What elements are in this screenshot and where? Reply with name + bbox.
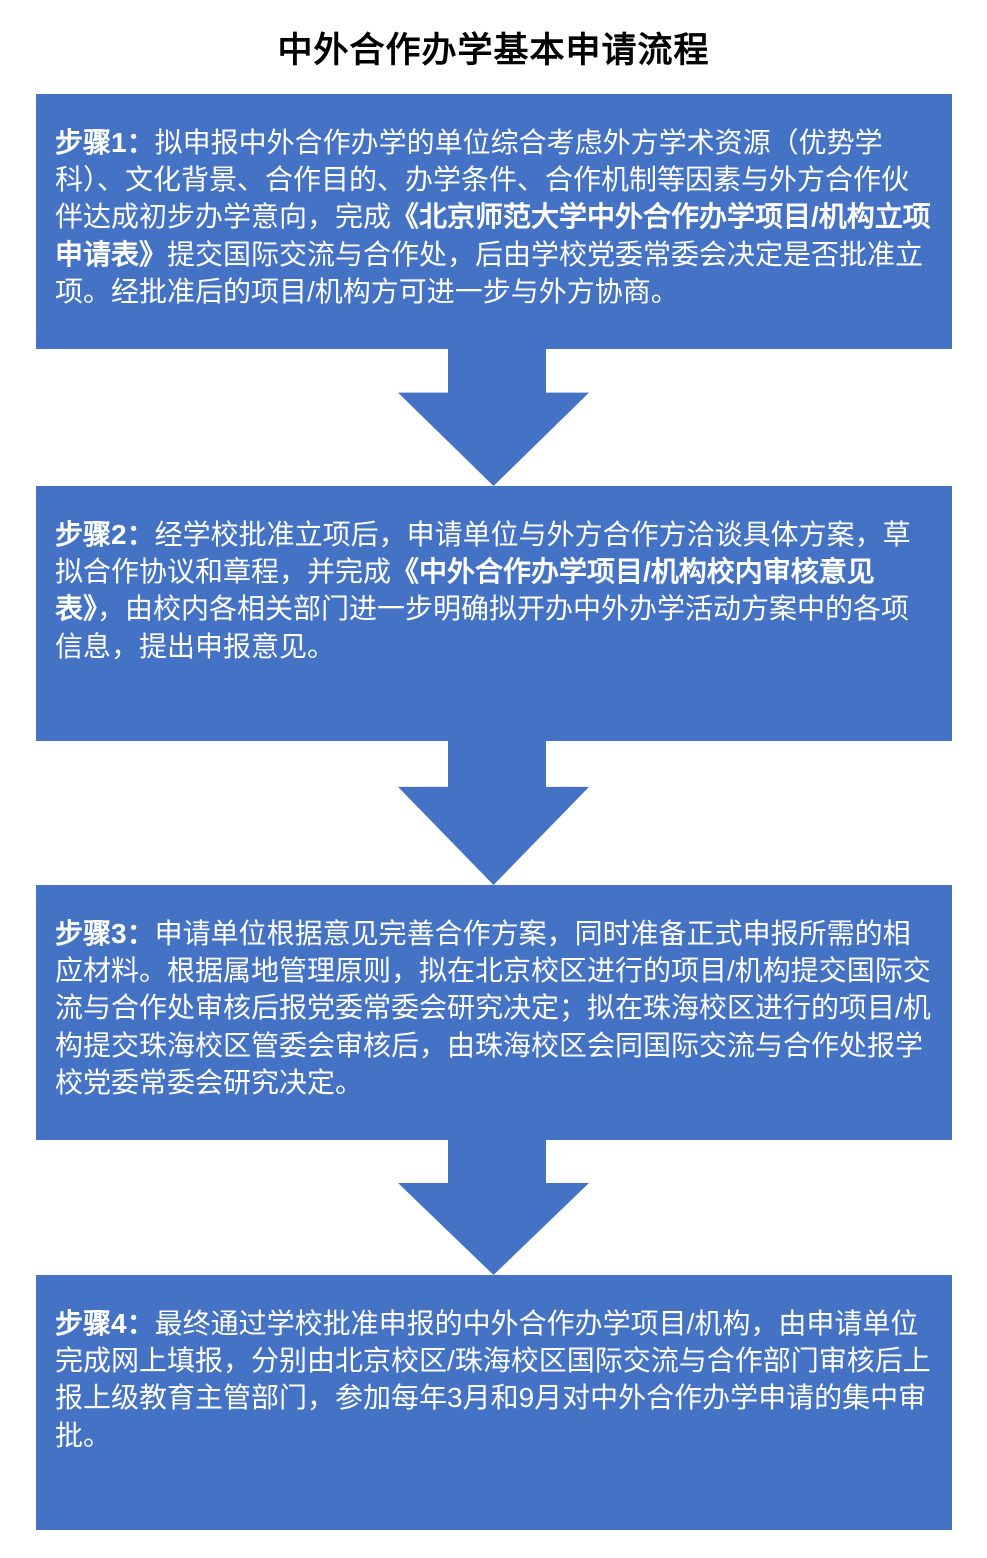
down-arrow-icon xyxy=(398,741,589,885)
page-title: 中外合作办学基本申请流程 xyxy=(277,31,710,70)
title-bar: 中外合作办学基本申请流程 xyxy=(0,0,987,94)
step-4-text: 步骤4：最终通过学校批准申报的中外合作办学项目/机构，由申请单位完成网上填报，分… xyxy=(55,1308,931,1451)
arrow-zone-1 xyxy=(0,349,987,486)
step-4-box: 步骤4：最终通过学校批准申报的中外合作办学项目/机构，由申请单位完成网上填报，分… xyxy=(36,1275,952,1530)
step-1-text: 步骤1：拟申报中外合作办学的单位综合考虑外方学术资源（优势学科）、文化背景、合作… xyxy=(55,127,931,307)
arrow-zone-2 xyxy=(0,741,987,885)
down-arrow-icon xyxy=(398,349,589,486)
step-3-box: 步骤3：申请单位根据意见完善合作方案，同时准备正式申报所需的相应材料。根据属地管… xyxy=(36,885,952,1140)
step-3-text: 步骤3：申请单位根据意见完善合作方案，同时准备正式申报所需的相应材料。根据属地管… xyxy=(55,918,931,1098)
down-arrow-icon xyxy=(398,1140,589,1275)
step-1-box: 步骤1：拟申报中外合作办学的单位综合考虑外方学术资源（优势学科）、文化背景、合作… xyxy=(36,94,952,349)
step-2-box: 步骤2：经学校批准立项后，申请单位与外方合作方洽谈具体方案，草拟合作协议和章程，… xyxy=(36,486,952,741)
arrow-zone-3 xyxy=(0,1140,987,1275)
step-2-text: 步骤2：经学校批准立项后，申请单位与外方合作方洽谈具体方案，草拟合作协议和章程，… xyxy=(55,519,911,662)
